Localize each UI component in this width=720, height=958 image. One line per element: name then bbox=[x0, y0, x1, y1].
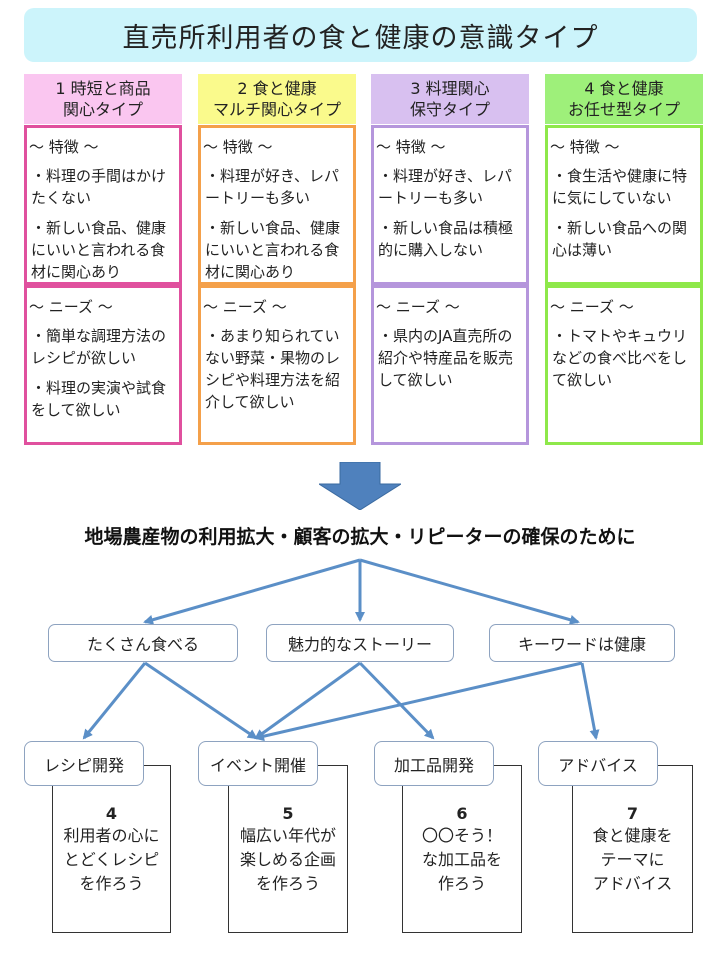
feature-item: ・新しい食品、健康にいいと言われる食材に関心あり bbox=[31, 219, 167, 281]
feature-item: ・食生活や健康に特に気にしていない bbox=[552, 167, 688, 207]
type-1-features-box: ～ 特徴 ～ ・料理の手間はかけたくない ・新しい食品、健康にいいと言われる食材… bbox=[24, 125, 182, 285]
action-desc-line: アドバイス bbox=[592, 874, 673, 893]
main-heading: 地場農産物の利用拡大・顧客の拡大・リピーターの確保のために bbox=[84, 526, 636, 548]
action-1-detail-box: 4 利用者の心に とどくレシピ を作ろう bbox=[52, 765, 171, 933]
feature-item: ・新しい食品、健康にいいと言われる食材に関心あり bbox=[205, 219, 341, 281]
action-number: 7 bbox=[626, 804, 639, 823]
type-4-features-box: ～ 特徴 ～ ・食生活や健康に特に気にしていない ・新しい食品への関心は薄い bbox=[545, 125, 703, 285]
need-item: ・県内のJA直売所の紹介や特産品を販売して欲しい bbox=[378, 327, 514, 389]
need-item: ・トマトやキュウリなどの食べ比べをして欲しい bbox=[552, 327, 688, 389]
action-desc-line: テーマに bbox=[600, 850, 665, 869]
type-1-needs-box: ～ ニーズ ～ ・簡単な調理方法のレシピが欲しい ・料理の実演や試食をして欲しい bbox=[24, 285, 182, 445]
need-item: ・料理の実演や試食をして欲しい bbox=[31, 379, 167, 419]
type-2-header: 2 食と健康 マルチ関心タイプ bbox=[198, 74, 356, 124]
type-1-header-line1: 1 時短と商品 bbox=[55, 79, 151, 98]
action-4-detail-box: 7 食と健康を テーマに アドバイス bbox=[572, 765, 693, 933]
action-desc-line: 作ろう bbox=[437, 874, 486, 893]
type-2-features-box: ～ 特徴 ～ ・料理が好き、レパートリーも多い ・新しい食品、健康にいいと言われ… bbox=[198, 125, 356, 285]
theme-eat-a-lot: たくさん食べる bbox=[48, 624, 238, 662]
action-number: 6 bbox=[456, 804, 468, 823]
type-3-header-line2: 保守タイプ bbox=[409, 100, 490, 119]
action-3-detail-box: 6 〇〇そう！ な加工品を 作ろう bbox=[402, 765, 522, 933]
type-4-header-line1: 4 食と健康 bbox=[584, 79, 664, 98]
features-title: ～ 特徴 ～ bbox=[203, 138, 273, 156]
feature-item: ・新しい食品への関心は薄い bbox=[552, 219, 688, 259]
action-processed-food-development: 加工品開発 bbox=[374, 741, 494, 786]
action-recipe-development: レシピ開発 bbox=[24, 741, 144, 786]
type-4-header: 4 食と健康 お任せ型タイプ bbox=[545, 74, 703, 124]
action-desc-line: 利用者の心に bbox=[63, 826, 160, 845]
theme-attractive-story: 魅力的なストーリー bbox=[266, 624, 454, 662]
type-1-header-line2: 関心タイプ bbox=[62, 100, 143, 119]
action-number: 4 bbox=[105, 804, 118, 823]
action-number: 5 bbox=[282, 804, 294, 823]
feature-item: ・料理の手間はかけたくない bbox=[31, 167, 167, 207]
action-event-hosting: イベント開催 bbox=[198, 741, 318, 786]
action-desc-line: とどくレシピ bbox=[63, 850, 160, 869]
action-desc-line: 幅広い年代が bbox=[239, 826, 336, 845]
action-desc-line: を作ろう bbox=[79, 874, 144, 893]
needs-title: ～ ニーズ ～ bbox=[29, 298, 113, 316]
features-title: ～ 特徴 ～ bbox=[550, 138, 620, 156]
type-2-needs-box: ～ ニーズ ～ ・あまり知られていない野菜・果物のレシピや料理方法を紹介して欲し… bbox=[198, 285, 356, 445]
type-4-needs-box: ～ ニーズ ～ ・トマトやキュウリなどの食べ比べをして欲しい bbox=[545, 285, 703, 445]
action-desc-line: 食と健康を bbox=[592, 826, 673, 845]
type-2-header-line1: 2 食と健康 bbox=[237, 79, 317, 98]
diagram-title: 直売所利用者の食と健康の意識タイプ bbox=[24, 8, 697, 62]
action-2-detail-box: 5 幅広い年代が 楽しめる企画 を作ろう bbox=[228, 765, 348, 933]
type-3-features-box: ～ 特徴 ～ ・料理が好き、レパートリーも多い ・新しい食品は積極的に購入しない bbox=[371, 125, 529, 285]
needs-title: ～ ニーズ ～ bbox=[550, 298, 634, 316]
needs-title: ～ ニーズ ～ bbox=[203, 298, 287, 316]
action-desc-line: な加工品を bbox=[421, 850, 502, 869]
action-desc-line: 楽しめる企画 bbox=[239, 850, 336, 869]
need-item: ・簡単な調理方法のレシピが欲しい bbox=[31, 327, 167, 367]
feature-item: ・料理が好き、レパートリーも多い bbox=[205, 167, 339, 207]
feature-item: ・新しい食品は積極的に購入しない bbox=[378, 219, 514, 259]
type-3-header-line1: 3 料理関心 bbox=[410, 79, 490, 98]
features-title: ～ 特徴 ～ bbox=[376, 138, 446, 156]
features-title: ～ 特徴 ～ bbox=[29, 138, 99, 156]
type-4-header-line2: お任せ型タイプ bbox=[567, 100, 680, 119]
action-desc-line: 〇〇そう！ bbox=[421, 826, 502, 845]
needs-title: ～ ニーズ ～ bbox=[376, 298, 460, 316]
action-desc-line: を作ろう bbox=[255, 874, 320, 893]
type-3-needs-box: ～ ニーズ ～ ・県内のJA直売所の紹介や特産品を販売して欲しい bbox=[371, 285, 529, 445]
theme-keyword-health: キーワードは健康 bbox=[489, 624, 675, 662]
feature-item: ・料理が好き、レパートリーも多い bbox=[378, 167, 512, 207]
type-1-header: 1 時短と商品 関心タイプ bbox=[24, 74, 182, 124]
action-advice: アドバイス bbox=[538, 741, 658, 786]
type-3-header: 3 料理関心 保守タイプ bbox=[371, 74, 529, 124]
type-2-header-line2: マルチ関心タイプ bbox=[212, 100, 341, 119]
down-arrow-icon bbox=[319, 462, 401, 510]
need-item: ・あまり知られていない野菜・果物のレシピや料理方法を紹介して欲しい bbox=[205, 327, 341, 411]
